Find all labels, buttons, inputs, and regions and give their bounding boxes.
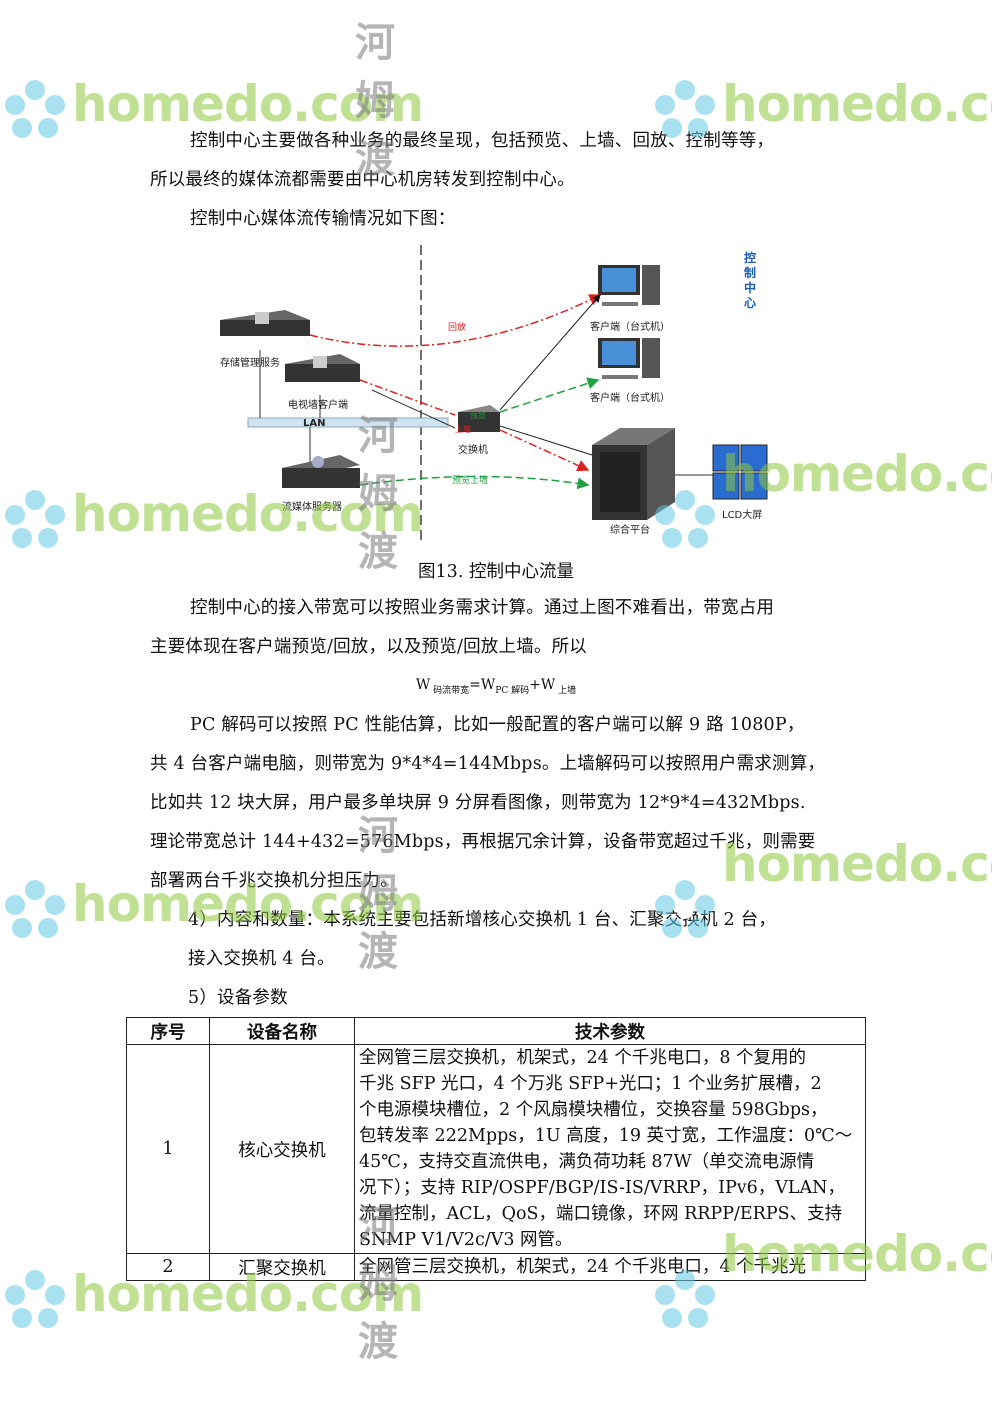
paragraph-line: 控制中心媒体流传输情况如下图：: [190, 209, 456, 229]
red-flow-line: [499, 429, 590, 472]
lan-bar: [247, 417, 449, 428]
paragraph-line: 理论带宽总计 144+432=576Mbps，再根据冗余计算，设备带宽超过千兆，…: [150, 832, 816, 852]
paragraph-line: 控制中心的接入带宽可以按照业务需求计算。通过上图不难看出，带宽占用: [190, 598, 775, 618]
storage-label: 存储管理服务: [220, 356, 280, 369]
green-flow-line: [499, 377, 600, 413]
cell-name: 核心交换机: [209, 1044, 355, 1254]
platform-rack-icon: [592, 428, 675, 520]
preview-wall-flow-line: [359, 475, 590, 490]
formula: W 码流带宽=WPC 解码+W 上墙: [415, 677, 577, 696]
client1-label: 客户端（台式机）: [590, 320, 670, 333]
wall-label: 上墙: [455, 424, 471, 434]
paragraph-line: PC 解码可以按照 PC 性能估算，比如一般配置的客户端可以解 9 路 1080…: [190, 715, 805, 735]
figure-caption: 图13. 控制中心流量: [418, 562, 574, 582]
header-no: 序号: [126, 1017, 210, 1045]
table-row: 2 汇聚交换机 全网管三层交换机，机架式，24 个千兆电口，4 个千兆光: [126, 1253, 866, 1281]
preview-wall-label: 预览上墙: [452, 474, 488, 486]
preview-label: 预览: [470, 410, 486, 420]
tvwall-client-label: 电视墙客户端: [288, 398, 348, 411]
platform-label: 综合平台: [610, 523, 650, 536]
svg-text:控: 控: [744, 250, 756, 265]
cell-name: 汇聚交换机: [209, 1253, 355, 1281]
paragraph-line: 主要体现在客户端预览/回放，以及预览/回放上墙。所以: [150, 637, 587, 657]
control-center-label: 控 制 中 心: [744, 250, 756, 310]
client2-label: 客户端（台式机）: [590, 391, 670, 404]
playback-flow-line: [309, 294, 602, 347]
playback-label: 回放: [448, 321, 466, 333]
paragraph-line: 4）内容和数量：本系统主要包括新增核心交换机 1 台、汇聚交换机 2 台，: [188, 910, 777, 930]
paragraph-line: 接入交换机 4 台。: [188, 949, 335, 969]
lcd-wall-icon: [712, 444, 768, 500]
stream-server-icon: [282, 455, 360, 488]
table-header-row: 序号 设备名称 技术参数: [126, 1017, 866, 1045]
paragraph-line: 控制中心主要做各种业务的最终呈现，包括预览、上墙、回放、控制等等，: [190, 131, 775, 151]
cell-no: 2: [126, 1253, 210, 1281]
paragraph-line: 比如共 12 块大屏，用户最多单块屏 9 分屏看图像，则带宽为 12*9*4=4…: [150, 793, 806, 813]
homedo-watermark: homedo.com 河姆渡: [0, 20, 424, 182]
cell-no: 1: [126, 1044, 210, 1254]
switch-icon: [458, 405, 500, 432]
flower-logo-icon: [5, 80, 65, 138]
cell-params: 全网管三层交换机，机架式，24 个千兆电口，4 个千兆光: [354, 1253, 866, 1281]
switch-label: 交换机: [458, 443, 488, 456]
flower-logo-icon: [5, 490, 65, 548]
stream-server-label: 流媒体服务器: [282, 500, 342, 513]
header-name: 设备名称: [209, 1017, 355, 1045]
svg-text:中: 中: [744, 280, 756, 295]
desktop-client-icon: [598, 265, 660, 306]
paragraph-line: 所以最终的媒体流都需要由中心机房转发到控制中心。: [150, 170, 575, 190]
flower-logo-icon: [5, 1270, 65, 1328]
homedo-watermark: homedo.com 河姆渡: [0, 813, 424, 975]
svg-text:制: 制: [744, 265, 756, 280]
black-link-line: [499, 294, 601, 411]
device-spec-table: 序号 设备名称 技术参数 1 核心交换机 全网管三层交换机，机架式，24 个千兆…: [126, 1017, 866, 1281]
red-flow-line: [359, 379, 456, 416]
paragraph-line: 5）设备参数: [188, 988, 288, 1008]
paragraph-line: 部署两台千兆交换机分担压力。: [150, 871, 398, 891]
tvwall-client-icon: [285, 354, 360, 382]
lcd-label: LCD大屏: [722, 508, 762, 521]
header-params: 技术参数: [354, 1017, 866, 1045]
paragraph-line: 共 4 台客户端电脑，则带宽为 9*4*4=144Mbps。上墙解码可以按照用户…: [150, 754, 826, 774]
cell-params: 全网管三层交换机，机架式，24 个千兆电口，8 个复用的 千兆 SFP 光口，4…: [354, 1044, 866, 1254]
flower-logo-icon: [5, 880, 65, 938]
svg-text:心: 心: [744, 296, 756, 310]
homedo-watermark: homedo.com 河姆渡: [0, 1203, 424, 1365]
black-link-line: [499, 425, 593, 456]
storage-server-icon: [220, 310, 310, 336]
desktop-client-icon: [598, 338, 660, 379]
homedo-watermark: homedo.com 河姆渡: [0, 413, 424, 575]
table-row: 1 核心交换机 全网管三层交换机，机架式，24 个千兆电口，8 个复用的 千兆 …: [126, 1044, 866, 1254]
network-diagram: LAN 存储管理服务 电视墙客户端 流媒体服务器 交换机 预览 上墙 客户端（台…: [220, 245, 768, 545]
lan-label: LAN: [303, 418, 325, 429]
